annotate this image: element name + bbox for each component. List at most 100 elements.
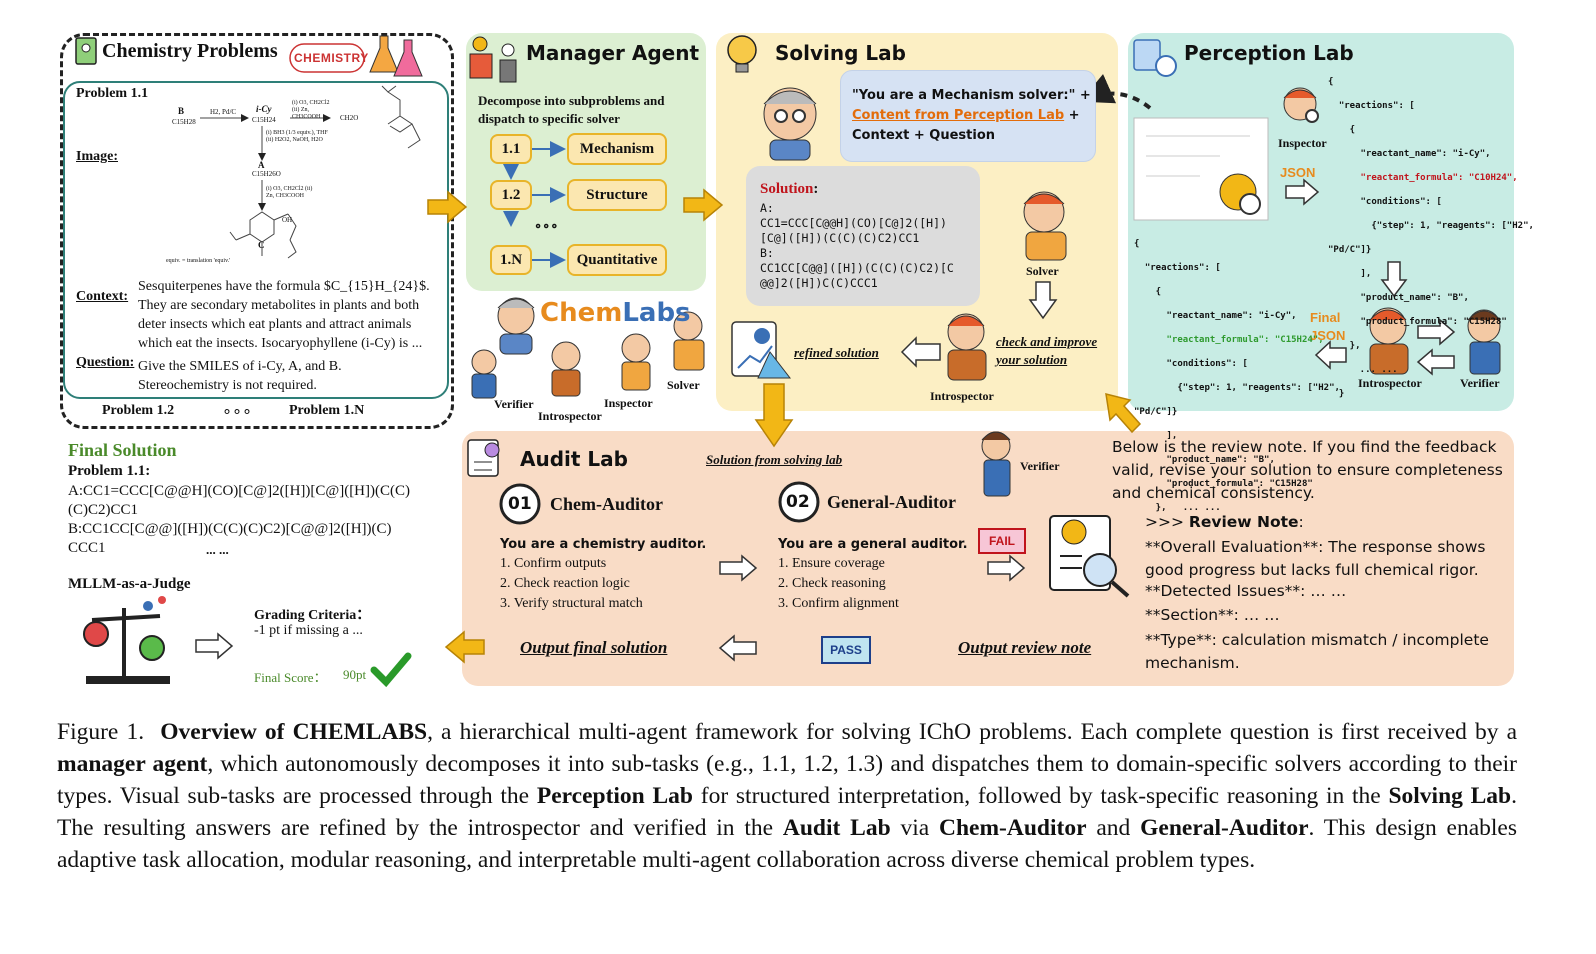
caption-bold-chem-auditor: Chem-Auditor xyxy=(939,815,1087,841)
json1-line: }, xyxy=(1328,341,1361,351)
perception-down-arrow xyxy=(1380,261,1408,298)
subproblem-1-1: 1.1 xyxy=(490,134,532,164)
problems-title: Chemistry Problems xyxy=(102,40,278,62)
perception-title: Perception Lab xyxy=(1184,41,1354,65)
grading-criteria-item: -1 pt if missing a ... xyxy=(254,623,363,638)
solver-quantitative: Quantitative xyxy=(567,244,667,276)
solution-a-line-2: [C@]([H])(C(C)(C)C2)CC1 xyxy=(760,231,920,245)
scheme-c: C xyxy=(258,240,265,250)
json1-line: "product_name": "B", xyxy=(1328,293,1469,303)
json1-line: "reactant_name": "i-Cy", xyxy=(1328,149,1491,159)
scheme-h2: H2, Pd/C xyxy=(210,108,237,116)
json2-line: "conditions": [ xyxy=(1134,359,1248,369)
scheme-oh: OH xyxy=(282,216,293,224)
audit-title: Audit Lab xyxy=(520,447,628,471)
image-label: Image: xyxy=(76,149,118,164)
step-01-circle xyxy=(499,483,541,525)
solver-label: Solver xyxy=(1026,264,1059,278)
final-json-label-1: Final xyxy=(1310,310,1341,325)
final-answer-a-2: (C)C2)CC1 xyxy=(68,502,139,518)
solution-a-label: A: xyxy=(760,201,774,215)
general-auditor-item-3: 3. Confirm alignment xyxy=(778,596,899,611)
solving-title: Solving Lab xyxy=(775,41,906,65)
json2-line: "product_formula": "C15H28" xyxy=(1134,479,1313,489)
prompt-line-2: Content from Perception Lab + xyxy=(852,108,1080,123)
chemlabs-role-verifier: Verifier xyxy=(494,397,534,411)
inspector-avatar xyxy=(1283,87,1319,123)
prompt-line-3: Context + Question xyxy=(852,128,996,143)
chemistry-badge: CHEMISTRY xyxy=(294,51,369,65)
review-note-heading: >>> Review Note: xyxy=(1145,513,1304,531)
audit-verifier-label: Verifier xyxy=(1020,459,1060,473)
general-auditor-item-1: 1. Ensure coverage xyxy=(778,556,885,571)
json1-line: "reactions": [ xyxy=(1328,101,1415,111)
problem-1-1-label: Problem 1.1 xyxy=(76,86,149,101)
json1-line: { xyxy=(1328,77,1334,87)
final-problem-label: Problem 1.1: xyxy=(68,463,151,479)
problems-ellipsis: ∘∘∘ xyxy=(222,403,253,420)
perception-verifier-label: Verifier xyxy=(1460,376,1500,390)
final-score-value: 90pt xyxy=(343,667,367,682)
caption-bold-overview: Overview of CHEMLABS xyxy=(160,719,428,745)
check-icon xyxy=(370,652,412,688)
reaction-scheme xyxy=(200,85,421,259)
solution-b-label: B: xyxy=(760,246,774,260)
json2-line: {"step": 1, "reagents": ["H2", xyxy=(1134,383,1340,393)
chemlabs-team-illustration xyxy=(471,297,705,399)
review-line-section: **Section**: … … xyxy=(1145,606,1280,624)
final-json-label-2: JSON xyxy=(1310,328,1346,343)
caption-text-7: . This design enables adaptive task allo… xyxy=(57,815,1517,873)
lightbulb-icon xyxy=(727,35,757,73)
perception-introspector-avatar xyxy=(1369,307,1409,375)
json1-line: "Pd/C"]} xyxy=(1328,245,1372,255)
audit-lab-icon xyxy=(467,439,500,477)
review-prefix: >>> xyxy=(1145,513,1189,531)
chem-auditor-item-1: 1. Confirm outputs xyxy=(500,556,607,571)
solver-down-arrow xyxy=(1028,281,1058,320)
scheme-reagents-1: (i) O3, CH2Cl2 (ii) Zn, CH3COOH xyxy=(292,100,330,120)
final-answer-b-1: B:CC1CC[C@@]([H])(C(C)(C)C2)[C@@]2([H])(… xyxy=(68,521,392,537)
solution-a-line-1: CC1=CCC[C@@H](CO)[C@]2([H]) xyxy=(760,216,947,230)
caption-bold-general-auditor: General-Auditor xyxy=(1140,815,1309,841)
check-improve-line-2: your solution xyxy=(996,352,1068,367)
final-json-left-arrow xyxy=(1314,340,1347,370)
grading-criteria-label: Grading Criteria： xyxy=(254,608,371,623)
output-final-solution: Output final solution xyxy=(520,638,668,657)
json1-line: "conditions": [ xyxy=(1328,197,1442,207)
chem-auditor-number: 01 xyxy=(508,494,532,514)
solution-b-line-2: @@]2([H])C(C)CCC1 xyxy=(760,276,878,290)
final-answer-a-1: A:CC1=CCC[C@@H](CO)[C@]2([H])[C@]([H])(C… xyxy=(68,483,411,499)
review-intro: Below is the review note. If you find th… xyxy=(1112,438,1503,502)
scheme-b: B xyxy=(178,106,185,116)
general-auditor-title: General-Auditor xyxy=(827,492,956,512)
pass-badge: PASS xyxy=(821,636,871,664)
caption-figure-number: Figure 1. xyxy=(57,719,145,745)
chemlabs-role-solver: Solver xyxy=(667,378,700,392)
flow-arrows xyxy=(427,188,1142,664)
scheme-icy-formula: C15H24 xyxy=(252,116,276,124)
problem-1-2-label: Problem 1.2 xyxy=(102,403,175,418)
chemlabs-role-inspector: Inspector xyxy=(604,396,653,410)
solver-mechanism: Mechanism xyxy=(567,133,667,165)
question-text: Give the SMILES of i-Cy, A, and B. Stere… xyxy=(138,359,342,393)
solver-prompt-box xyxy=(840,70,1096,162)
solver-structure: Structure xyxy=(567,179,667,211)
final-answer-b-2: CCC1 xyxy=(68,540,106,556)
caption-text-2: , which autonomously decomposes it into … xyxy=(57,751,1517,809)
json2-line: "Pd/C"]} xyxy=(1134,407,1178,417)
context-label: Context: xyxy=(76,289,129,304)
json2-line-corrected: "reactant_formula": "C15H24", xyxy=(1134,335,1324,345)
introspector-avatar xyxy=(947,313,987,381)
json1-line: "product_formula": "C15H28" xyxy=(1328,317,1507,327)
caption-text-5: via xyxy=(890,815,940,841)
chemlabs-logo: ChemLabs xyxy=(540,298,691,328)
caption-bold-audit: Audit Lab xyxy=(782,815,891,841)
json2-line: { xyxy=(1134,239,1140,249)
review-line-type: **Type**: calculation mismatch / incompl… xyxy=(1145,631,1489,672)
scheme-product-1: CH2O xyxy=(340,114,359,122)
perception-lab-panel xyxy=(1128,33,1514,411)
manager-agent-icon xyxy=(469,36,517,83)
json2-line: }, ... ... xyxy=(1134,503,1221,513)
molecule-document-thumbnail xyxy=(1133,117,1269,221)
